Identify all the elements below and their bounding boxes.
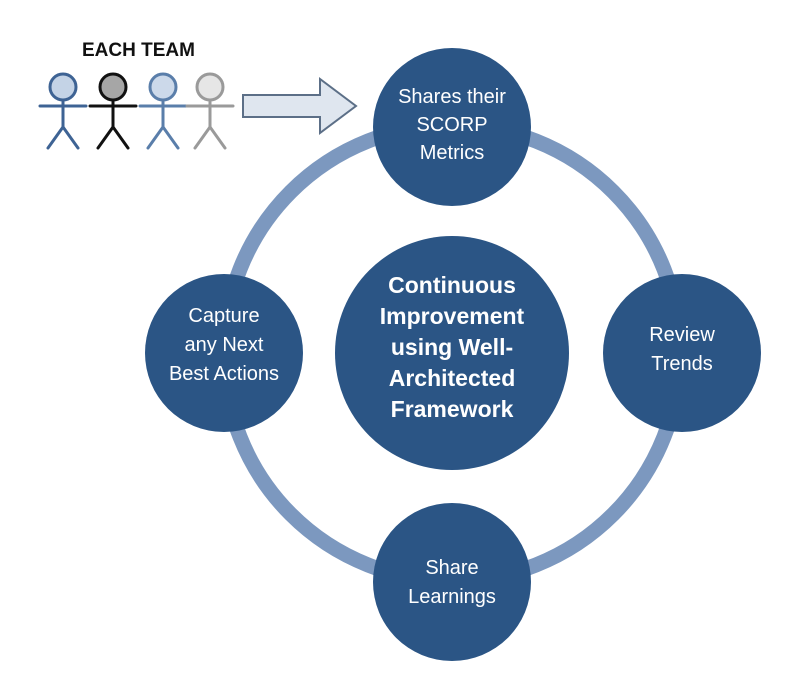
center-line: Framework [391, 396, 514, 422]
node-bottom-line: Share [425, 557, 478, 579]
figure-limb [208, 125, 227, 150]
center-line: using Well- [391, 334, 513, 360]
team-member-figure-3 [138, 72, 188, 150]
figure-limb [46, 125, 65, 150]
node-top-line: Metrics [420, 142, 484, 164]
figure-limb [161, 125, 180, 150]
figure-limb [61, 125, 80, 150]
node-bottom-line: Learnings [408, 586, 496, 608]
node-right-line: Review [649, 324, 715, 346]
center-line: Improvement [380, 303, 525, 329]
node-shares-metrics: Shares their SCORP Metrics [373, 48, 531, 206]
node-top-line: Shares their [398, 86, 506, 108]
team-title: EACH TEAM [82, 40, 195, 61]
node-left-line: Best Actions [169, 363, 279, 385]
team-member-figure-2 [88, 72, 138, 150]
center-line: Architected [389, 365, 516, 391]
node-share-learnings: Share Learnings [373, 503, 531, 661]
node-top-line: SCORP [416, 114, 487, 136]
figure-head [195, 72, 225, 102]
team-member-figure-1 [38, 72, 88, 150]
arrow-icon [242, 77, 358, 135]
team-member-figure-4 [185, 72, 235, 150]
center-node: Continuous Improvement using Well- Archi… [335, 236, 569, 470]
node-left-line: any Next [185, 334, 264, 356]
figure-limb [111, 125, 130, 150]
node-right-line: Trends [651, 353, 713, 375]
node-left-line: Capture [188, 305, 259, 327]
figure-head [98, 72, 128, 102]
figure-head [48, 72, 78, 102]
center-line: Continuous [388, 272, 516, 298]
node-capture-actions: Capture any Next Best Actions [145, 274, 303, 432]
node-review-trends: Review Trends [603, 274, 761, 432]
figure-limb [146, 125, 165, 150]
figure-limb [193, 125, 212, 150]
figure-limb [96, 125, 115, 150]
figure-head [148, 72, 178, 102]
